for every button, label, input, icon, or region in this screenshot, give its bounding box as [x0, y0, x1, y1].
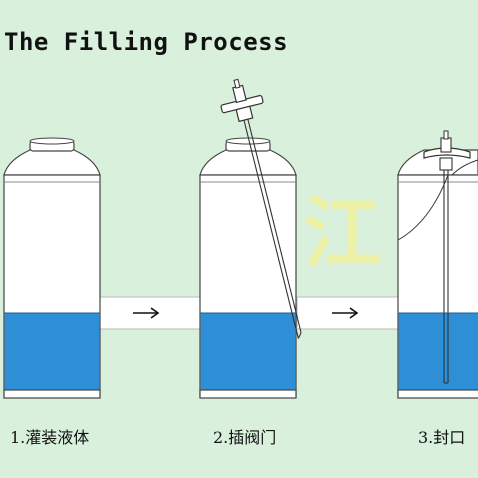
- page-title: The Filling Process: [4, 28, 289, 56]
- step-label-1: 1.灌装液体: [10, 428, 90, 447]
- dip-tube-icon: [243, 119, 302, 339]
- arrow-right-icon: [332, 307, 359, 319]
- step-label-2: 2.插阀门: [213, 428, 277, 447]
- connector-2: [296, 296, 402, 330]
- can-icon: [3, 137, 101, 399]
- dip-tube-icon: [443, 170, 449, 384]
- arrow-right-icon: [133, 307, 160, 319]
- connector-1: [99, 296, 205, 330]
- valve-icon: [220, 78, 302, 339]
- valve-icon: [397, 130, 478, 384]
- can-icon: [199, 137, 297, 399]
- can-icon: [397, 149, 478, 399]
- step-label-3: 3.封口: [418, 428, 466, 447]
